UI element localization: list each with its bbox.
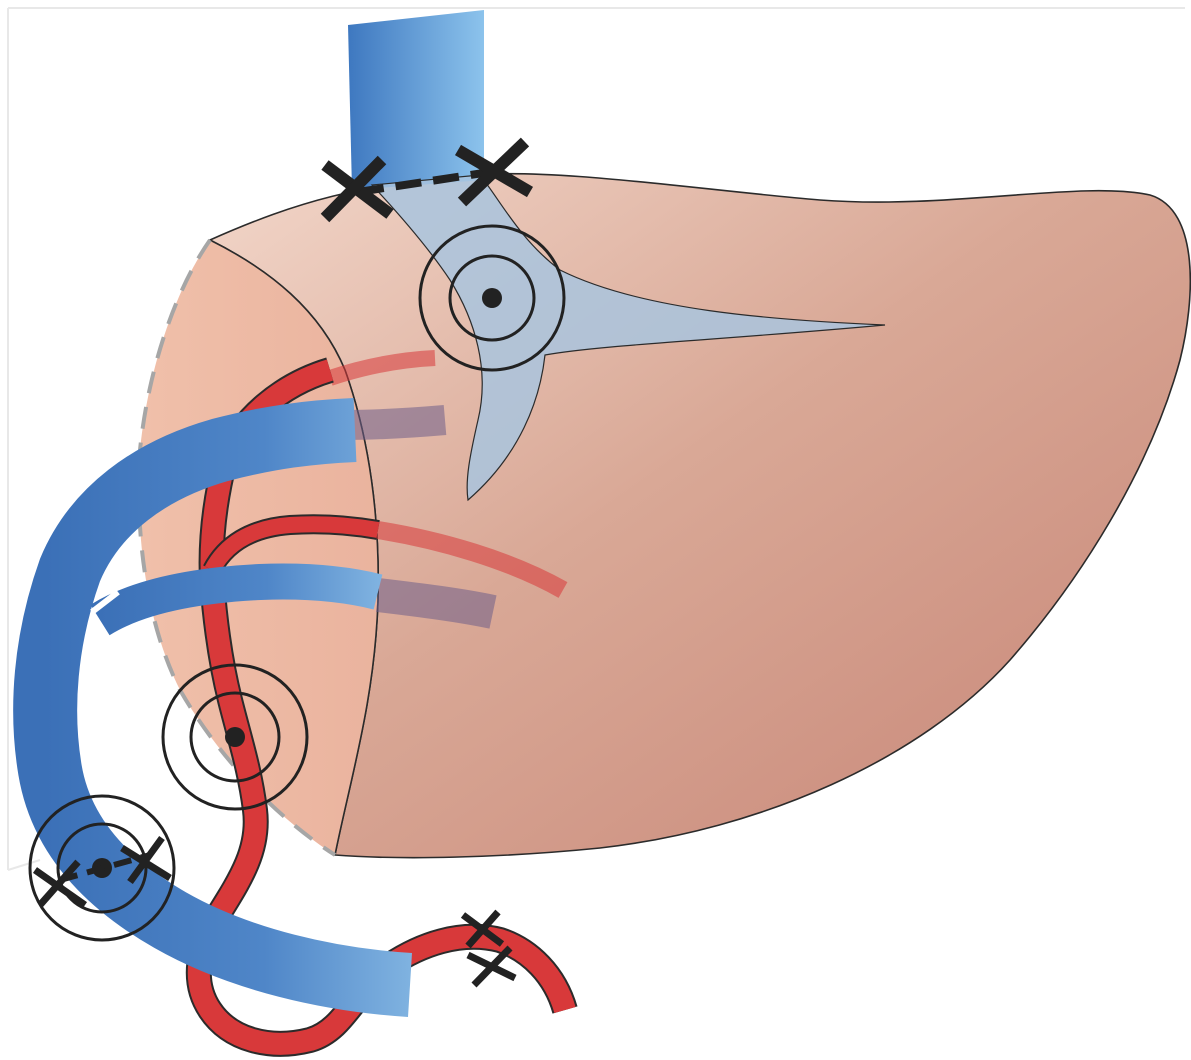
artery-lower-x-mark (468, 948, 515, 985)
inferior-vena-cava (348, 10, 484, 190)
